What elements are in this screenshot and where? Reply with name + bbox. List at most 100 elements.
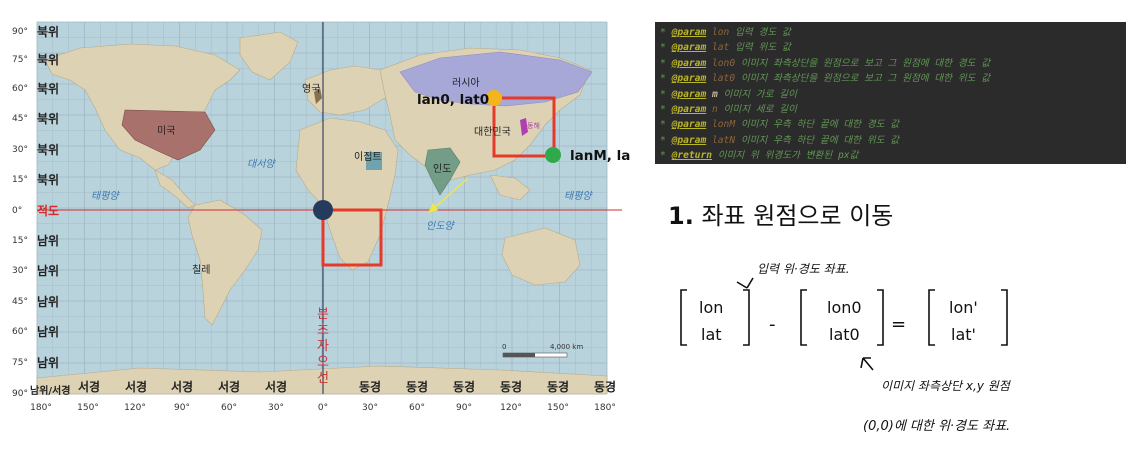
minus-sign: - (769, 314, 776, 335)
code-param-name: n (712, 103, 718, 115)
lat-label: 남위/서경 (30, 384, 70, 397)
code-param-description: 이미지 우측 하단 끝에 대한 위도 값 (735, 134, 900, 146)
code-tag: @param (671, 57, 707, 69)
code-param-name: m (712, 88, 718, 100)
equator-label: 적도 (37, 203, 59, 218)
russia-label: 러시아 (452, 77, 480, 89)
note-top: 입력 위·경도 좌표. (757, 262, 850, 276)
matrix3-top: lon' (949, 298, 978, 317)
antarctica (36, 365, 608, 395)
lat-label: 남위 (37, 263, 59, 278)
bracket-left-1 (680, 289, 687, 346)
lon-deg-label: 120° (124, 403, 146, 413)
uk-shape (314, 88, 322, 104)
east-sea-label: 동해 (527, 121, 540, 130)
lon-deg-label: 60° (221, 403, 237, 413)
lon-word-label: 서경 (265, 379, 287, 394)
code-param-name: latN (712, 134, 736, 146)
pacific-west-label: 태평양 (91, 190, 120, 202)
ocean-arrow (431, 177, 469, 211)
lat-deg-label: 60° (12, 327, 28, 337)
code-tag: @param (671, 119, 707, 131)
code-line: * @param lat0 이미지 좌측상단을 원점으로 보고 그 원점에 대한… (655, 71, 1126, 86)
code-tag: @param (671, 88, 707, 100)
matrix2-bottom: lat0 (829, 325, 860, 344)
lat-deg-label: 0° (12, 206, 22, 216)
world-map: 90° 북위 75° 북위 60° 북위 45° 북위 30° 북위 15° 북… (12, 21, 630, 413)
lon-word-label: 동경 (359, 380, 381, 394)
lat-deg-label: 60° (12, 84, 28, 94)
bracket-left-3 (928, 289, 935, 346)
lat-label: 남위 (37, 294, 59, 309)
south-america (187, 199, 263, 326)
prime-meridian-label-char: 선 (317, 371, 329, 386)
lat-deg-label: 30° (12, 145, 28, 155)
bracket-right-3 (1001, 289, 1008, 346)
lon-word-label: 동경 (406, 380, 428, 394)
longitude-labels: 서경 서경 서경 서경 서경 동경 동경 동경 동경 동경 동경 180° 15… (30, 379, 616, 413)
lon-deg-label: 60° (409, 403, 425, 413)
code-comment-star: * (660, 27, 672, 38)
code-param-name: lonM (712, 119, 736, 131)
code-comment-star: * (660, 73, 672, 85)
lat-deg-label: 90° (12, 27, 28, 37)
lat-label: 남위 (37, 355, 59, 370)
target-region-box (492, 96, 556, 158)
code-line: * @param lon 입력 경도 값 (655, 25, 1126, 40)
code-param-description: 이미지 좌측상단을 원점으로 보고 그 원점에 대한 경도 값 (735, 57, 991, 69)
code-param-name: lat0 (712, 73, 736, 85)
code-line: * @param n 이미지 세로 길이 (655, 102, 1126, 117)
lon-deg-label: 30° (362, 403, 378, 413)
greenland (239, 31, 299, 81)
code-tag: @param (671, 134, 707, 146)
ocean-arrow-head (428, 203, 438, 213)
code-param-description: 이미지 위 위경도가 변환된 px값 (717, 150, 859, 162)
europe (304, 65, 396, 116)
uk-label: 영국 (302, 83, 320, 95)
lat-label: 북위 (37, 53, 59, 67)
lat-deg-label: 45° (12, 114, 28, 124)
lat-deg-label: 15° (12, 175, 28, 185)
handwritten-notes: 입력 위·경도 좌표. lon lat - lon0 lat0 = lon' l… (680, 262, 1012, 434)
code-line: * @param latN 이미지 우측 하단 끝에 대한 위도 값 (655, 133, 1126, 148)
india-shape (424, 147, 461, 196)
lon-word-label: 서경 (125, 379, 147, 394)
lat-label: 남위 (37, 233, 59, 248)
lon-deg-label: 150° (547, 403, 569, 413)
origin-region-box (321, 208, 383, 267)
code-line: * @param m 이미지 가로 길이 (655, 87, 1126, 102)
lat-deg-label: 45° (12, 297, 28, 307)
code-comment-panel: * @param lon 입력 경도 값* @param lat 입력 위도 값… (655, 22, 1126, 164)
code-param-description: 이미지 우측 하단 끝에 대한 경도 값 (735, 119, 900, 131)
usa-label: 미국 (157, 125, 175, 137)
zero-point-dot (313, 200, 333, 220)
matrix1-top: lon (699, 298, 723, 317)
code-line: * @return 이미지 위 위경도가 변환된 px값 (655, 148, 1126, 163)
code-comment-star: * (660, 134, 672, 146)
bracket-right-2 (877, 289, 884, 346)
lon-word-label: 동경 (547, 380, 569, 394)
origin-label: lan0, lat0 (417, 92, 489, 108)
lon-deg-label: 180° (594, 403, 616, 413)
scale-value-label: 4,000 km (550, 343, 583, 351)
prime-meridian-label-char: 본 (317, 307, 329, 322)
pacific-east-label: 태평양 (564, 190, 593, 202)
up-arrow-icon (860, 357, 874, 371)
matrix1-bottom: lat (701, 325, 722, 344)
lon-deg-label: 150° (77, 403, 99, 413)
lat-label: 북위 (37, 82, 59, 96)
code-param-description: 이미지 세로 길이 (717, 103, 797, 115)
lon-deg-label: 90° (456, 403, 472, 413)
end-label: lanM, latN (570, 148, 630, 164)
code-line: * @param lonM 이미지 우측 하단 끝에 대한 경도 값 (655, 117, 1126, 132)
note-bottom-2: (0,0)에 대한 위·경도 좌표. (863, 419, 1010, 434)
step-number: 1. (668, 202, 694, 230)
lon-word-label: 동경 (453, 380, 475, 394)
prime-meridian-label-char: 초 (317, 323, 329, 338)
note-bottom-1: 이미지 좌측상단 x,y 원점 (881, 379, 1012, 393)
code-param-description: 이미지 가로 길이 (717, 88, 797, 100)
lon-word-label: 서경 (78, 379, 100, 394)
matrix2-top: lon0 (827, 298, 862, 317)
step-title: 좌표 원점으로 이동 (701, 202, 894, 230)
code-param-description: 이미지 좌측상단을 원점으로 보고 그 원점에 대한 위도 값 (735, 73, 991, 85)
